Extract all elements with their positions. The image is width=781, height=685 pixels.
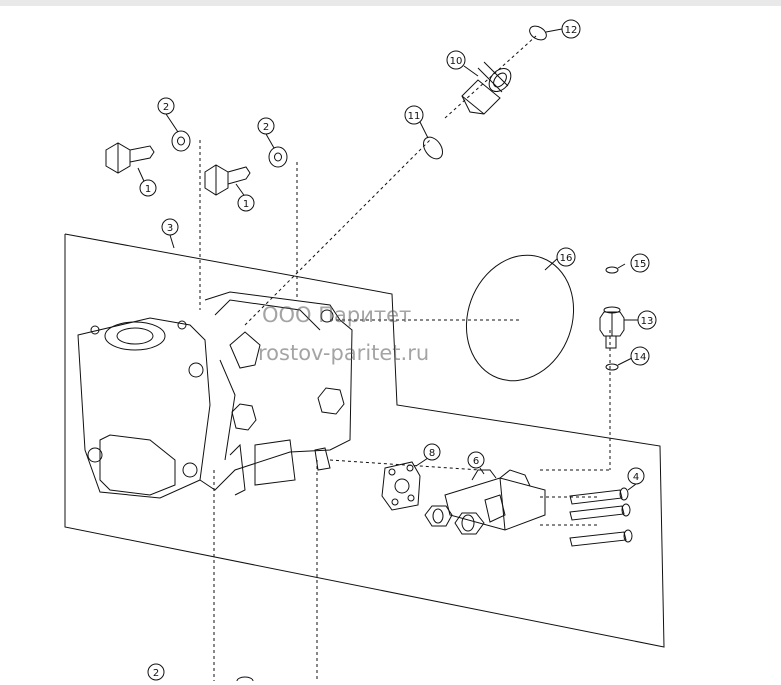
seal-15 bbox=[605, 266, 619, 274]
assembly-frame bbox=[64, 233, 665, 648]
svg-text:11: 11 bbox=[408, 111, 421, 122]
svg-text:6: 6 bbox=[473, 456, 479, 467]
seal-14 bbox=[605, 363, 619, 371]
plug-13 bbox=[599, 306, 625, 349]
top-bar bbox=[0, 0, 781, 6]
watermark-site: rostov-paritet.ru bbox=[258, 341, 430, 365]
bolt-1-left bbox=[105, 142, 155, 174]
o-ring-16 bbox=[465, 254, 575, 382]
svg-text:10: 10 bbox=[450, 56, 463, 67]
washer-2-left bbox=[171, 130, 191, 152]
watermark-company: ООО Паритет bbox=[262, 303, 412, 327]
gasket-8 bbox=[381, 461, 421, 511]
callout-10: 10 bbox=[446, 50, 466, 70]
valve-block-6 bbox=[424, 469, 546, 535]
fitting-10 bbox=[461, 61, 512, 115]
svg-text:2: 2 bbox=[163, 102, 169, 113]
svg-text:13: 13 bbox=[641, 316, 654, 327]
callout-8: 8 bbox=[423, 443, 441, 461]
callout-1b: 1 bbox=[237, 194, 255, 212]
pump-exploded-view: 1 2 1 2 3 10 11 12 16 15 13 14 bbox=[64, 19, 665, 685]
svg-text:3: 3 bbox=[167, 223, 173, 234]
callout-13: 13 bbox=[637, 310, 657, 330]
bolt-4-set bbox=[569, 487, 633, 547]
svg-text:1: 1 bbox=[145, 184, 151, 195]
svg-text:8: 8 bbox=[429, 448, 435, 459]
callout-4: 4 bbox=[627, 467, 645, 485]
svg-text:2: 2 bbox=[153, 668, 159, 679]
callout-14: 14 bbox=[630, 346, 650, 366]
bolt-1-right bbox=[204, 164, 251, 196]
svg-text:4: 4 bbox=[633, 472, 639, 483]
callout-3: 3 bbox=[161, 218, 179, 236]
washer-bottom bbox=[236, 676, 254, 685]
washer-2-right bbox=[268, 146, 288, 168]
svg-text:2: 2 bbox=[263, 122, 269, 133]
pump-body bbox=[77, 291, 353, 499]
callout-2b: 2 bbox=[257, 117, 275, 135]
callout-2c: 2 bbox=[147, 663, 165, 681]
callout-11: 11 bbox=[404, 105, 424, 125]
callout-2a: 2 bbox=[157, 97, 175, 115]
svg-text:1: 1 bbox=[243, 199, 249, 210]
o-ring-12 bbox=[529, 25, 547, 41]
svg-text:14: 14 bbox=[634, 352, 647, 363]
svg-text:12: 12 bbox=[565, 25, 578, 36]
assembly-lines bbox=[199, 35, 611, 681]
callout-6: 6 bbox=[467, 451, 485, 469]
callout-1a: 1 bbox=[139, 179, 157, 197]
svg-text:16: 16 bbox=[560, 253, 573, 264]
svg-text:15: 15 bbox=[634, 259, 647, 270]
exploded-diagram: 1 2 1 2 3 10 11 12 16 15 13 14 bbox=[0, 6, 781, 685]
o-ring-11 bbox=[422, 136, 444, 160]
callout-15: 15 bbox=[630, 253, 650, 273]
callout-16: 16 bbox=[556, 247, 576, 267]
callout-12: 12 bbox=[561, 19, 581, 39]
